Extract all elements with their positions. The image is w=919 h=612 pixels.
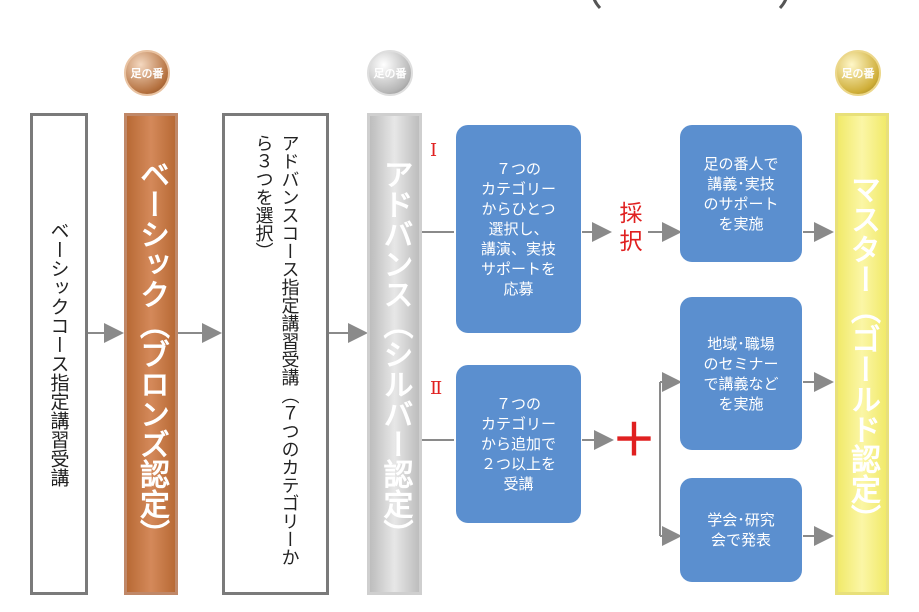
bronze-medal-icon: 足の番: [124, 50, 170, 96]
basic-course-box: ベーシックコース指定講習受講: [30, 113, 88, 595]
gold-medal-icon: 足の番: [835, 50, 881, 96]
route1-description-box: ７つの カテゴリー からひとつ 選択し、 講演、実技 サポートを 応募: [456, 125, 581, 333]
advance-course-box: アドバンスコース指定講習受講（７つのカテゴリーから３つを選択）: [222, 113, 329, 595]
route2-numeral: Ⅱ: [430, 378, 443, 399]
route2-action-b-box: 学会･研究 会で発表: [680, 478, 802, 582]
top-paren-decoration: [592, 0, 788, 10]
basic-course-label: ベーシックコース指定講習受講: [47, 221, 70, 487]
gold-certification-box: マスター（ゴールド認定）: [835, 113, 889, 595]
route1-action-box: 足の番人で 講義･実技 のサポート を実施: [680, 125, 802, 262]
gold-certification-label: マスター（ゴールド認定）: [845, 174, 880, 534]
silver-medal-icon: 足の番: [367, 50, 413, 96]
route2-description-box: ７つの カテゴリー から追加で ２つ以上を 受講: [456, 365, 581, 523]
bronze-certification-label: ベーシック（ブロンズ認定）: [134, 159, 169, 549]
route1-numeral: Ⅰ: [430, 140, 438, 161]
plus-sign: ＋: [612, 415, 656, 466]
adopt-label: 採 択: [619, 201, 643, 255]
advance-course-label: アドバンスコース指定講習受講（７つのカテゴリーから３つを選択）: [252, 134, 300, 566]
silver-certification-label: アドバンス（シルバー認定）: [377, 159, 413, 549]
silver-certification-box: アドバンス（シルバー認定）: [367, 113, 422, 595]
route2-action-a-box: 地域･職場 のセミナー で講義など を実施: [680, 297, 802, 450]
bronze-certification-box: ベーシック（ブロンズ認定）: [124, 113, 178, 595]
